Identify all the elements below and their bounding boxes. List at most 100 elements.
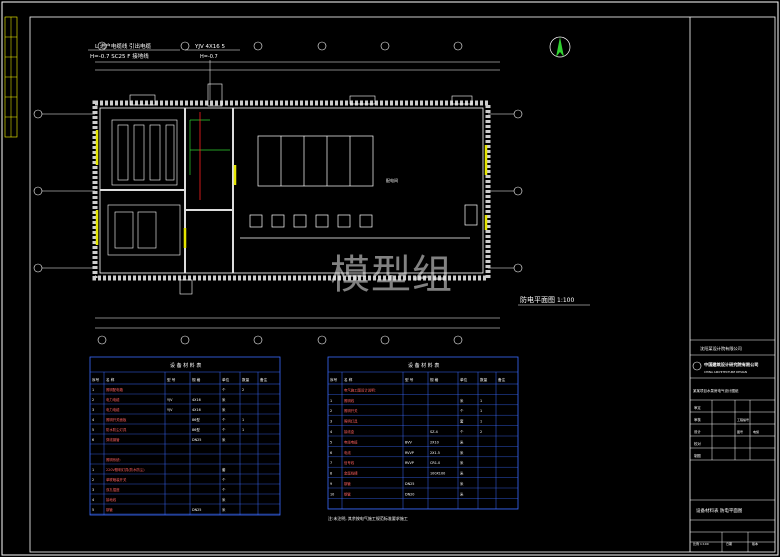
table-cell: 2	[92, 478, 94, 482]
table-cell: 1	[480, 409, 482, 413]
table-header-cell: 数量	[480, 377, 488, 382]
table-cell: 5	[92, 428, 94, 432]
drawing-note: 注:未注明, 其余按电气施工规范标准要求施工	[328, 515, 408, 521]
table-cell: 86型	[192, 427, 200, 432]
table-cell: 个	[460, 429, 464, 434]
table-cell: 4	[330, 430, 332, 434]
table-cell: 7	[330, 461, 332, 465]
table-header-cell: 单位	[222, 377, 230, 382]
table-cell: 5	[330, 440, 332, 444]
tb-scale: 比例 1:100	[693, 541, 709, 546]
table-cell: 套	[460, 419, 464, 424]
table-cell: 2	[92, 398, 94, 402]
table-cell: 电力电缆	[106, 407, 120, 412]
annotation-line3: H=-0.7 SC25 F 接地线	[90, 52, 149, 60]
tb-row-label: 审定	[694, 405, 701, 410]
table-cell: 个	[222, 417, 226, 422]
table-cell: 1	[242, 418, 244, 422]
inner-frame	[29, 16, 776, 553]
table-cell: 100X100	[430, 472, 445, 476]
table-cell: 个	[460, 408, 464, 413]
table-cell: 个	[222, 487, 226, 492]
table-cell: 电线电缆	[344, 439, 358, 444]
table-cell: 米	[460, 439, 464, 444]
table-cell: 钢管	[344, 491, 351, 496]
table-cell: 3	[92, 408, 94, 412]
table-cell: DN25	[192, 508, 201, 512]
table-left-title: 设 备 材 料 表	[170, 362, 201, 369]
table-header-cell: 单位	[460, 377, 468, 382]
table-cell: 米	[460, 471, 464, 476]
table-cell: CR1.0	[430, 461, 440, 465]
table-cell: 照明配电箱	[106, 387, 124, 392]
table-cell: 钢管	[344, 481, 351, 486]
table-cell: 单联暗装开关	[106, 477, 127, 482]
table-header-cell: 型 号	[405, 377, 414, 382]
tb-firm: 中国建筑设计研究院有限公司	[704, 361, 758, 368]
table-cell: 4	[92, 418, 94, 422]
plan-scale: 1:100	[557, 297, 574, 304]
table-cell: 10	[330, 492, 334, 496]
table-header-cell: 名 称	[106, 377, 115, 382]
firm-logo-icon	[692, 361, 702, 371]
table-cell: 米	[460, 481, 464, 486]
tb-row-right-value: 电施	[753, 429, 759, 434]
annotation-right: YJV 4X16 5	[194, 44, 226, 50]
table-header-cell: 备注	[498, 377, 506, 382]
table-cell: 1	[480, 420, 482, 424]
annotation-line1: L 进户电缆线 引出电缆	[95, 42, 152, 50]
tb-row-right-label: 图号	[737, 429, 743, 434]
table-cell: 2X10	[430, 440, 439, 444]
tb-version: 版本	[752, 541, 758, 546]
table-cell: 4	[92, 498, 94, 502]
axis-markers-side	[33, 109, 523, 273]
table-cell: 2	[242, 388, 244, 392]
table-cell: 防水防尘灯具	[106, 427, 127, 432]
north-arrow-icon	[549, 36, 571, 58]
wiring-green	[189, 119, 230, 175]
tb-project: 某某项目水泵房电气设计图纸	[693, 388, 739, 393]
table-header-cell: 序号	[330, 377, 338, 382]
tb-company: 沈阳某设计院有限公司	[700, 345, 742, 352]
entry-steps	[129, 83, 473, 295]
table-cell: 2X1.5	[430, 451, 440, 455]
table-cell: 1	[92, 468, 94, 472]
table-header-cell: 备注	[260, 377, 268, 382]
table-cell: DN25	[405, 482, 414, 486]
table-cell: 接地线	[106, 497, 117, 502]
tb-firm-sub: CHINA ARCHITECTURE DESIGN	[704, 370, 747, 374]
room-label: 配电间	[386, 177, 398, 183]
table-header-cell: 型 号	[167, 377, 176, 382]
table-cell: 照明开关	[344, 408, 358, 413]
table-header-cell: 规 格	[192, 377, 201, 382]
table-cell: 照明线	[344, 398, 355, 403]
table-cell: 米	[460, 460, 464, 465]
table-header-cell: 序号	[92, 377, 100, 382]
table-cell: DN20	[405, 492, 414, 496]
table-cell: 钢管	[106, 507, 113, 512]
tb-row-label: 制图	[694, 453, 701, 458]
equipment-left-room	[107, 119, 181, 256]
table-cell: 金属线槽	[344, 471, 358, 476]
table-cell: 5	[92, 508, 94, 512]
table-cell: 个	[222, 477, 226, 482]
table-cell: 信号线	[344, 460, 355, 465]
table-cell: 9	[330, 482, 332, 486]
tb-row-label: 设计	[694, 429, 701, 434]
table-cell: 220V照明灯具(防水防尘)	[106, 467, 145, 472]
table-header-cell: 规 格	[430, 377, 439, 382]
table-right-title: 设 备 材 料 表	[408, 362, 439, 369]
table-cell: 套	[222, 467, 226, 472]
table-cell: 1	[480, 399, 482, 403]
title-block	[690, 339, 775, 552]
tb-drawing-name: 设备材料表 防电平面图	[696, 507, 743, 514]
table-cell: SZ-4	[430, 430, 438, 434]
table-cell: 1	[242, 428, 244, 432]
tb-date: 日期	[726, 541, 732, 546]
table-cell: 米	[222, 437, 226, 442]
table-cell: 穿线钢管	[106, 437, 120, 442]
table-cell: 2	[480, 430, 482, 434]
